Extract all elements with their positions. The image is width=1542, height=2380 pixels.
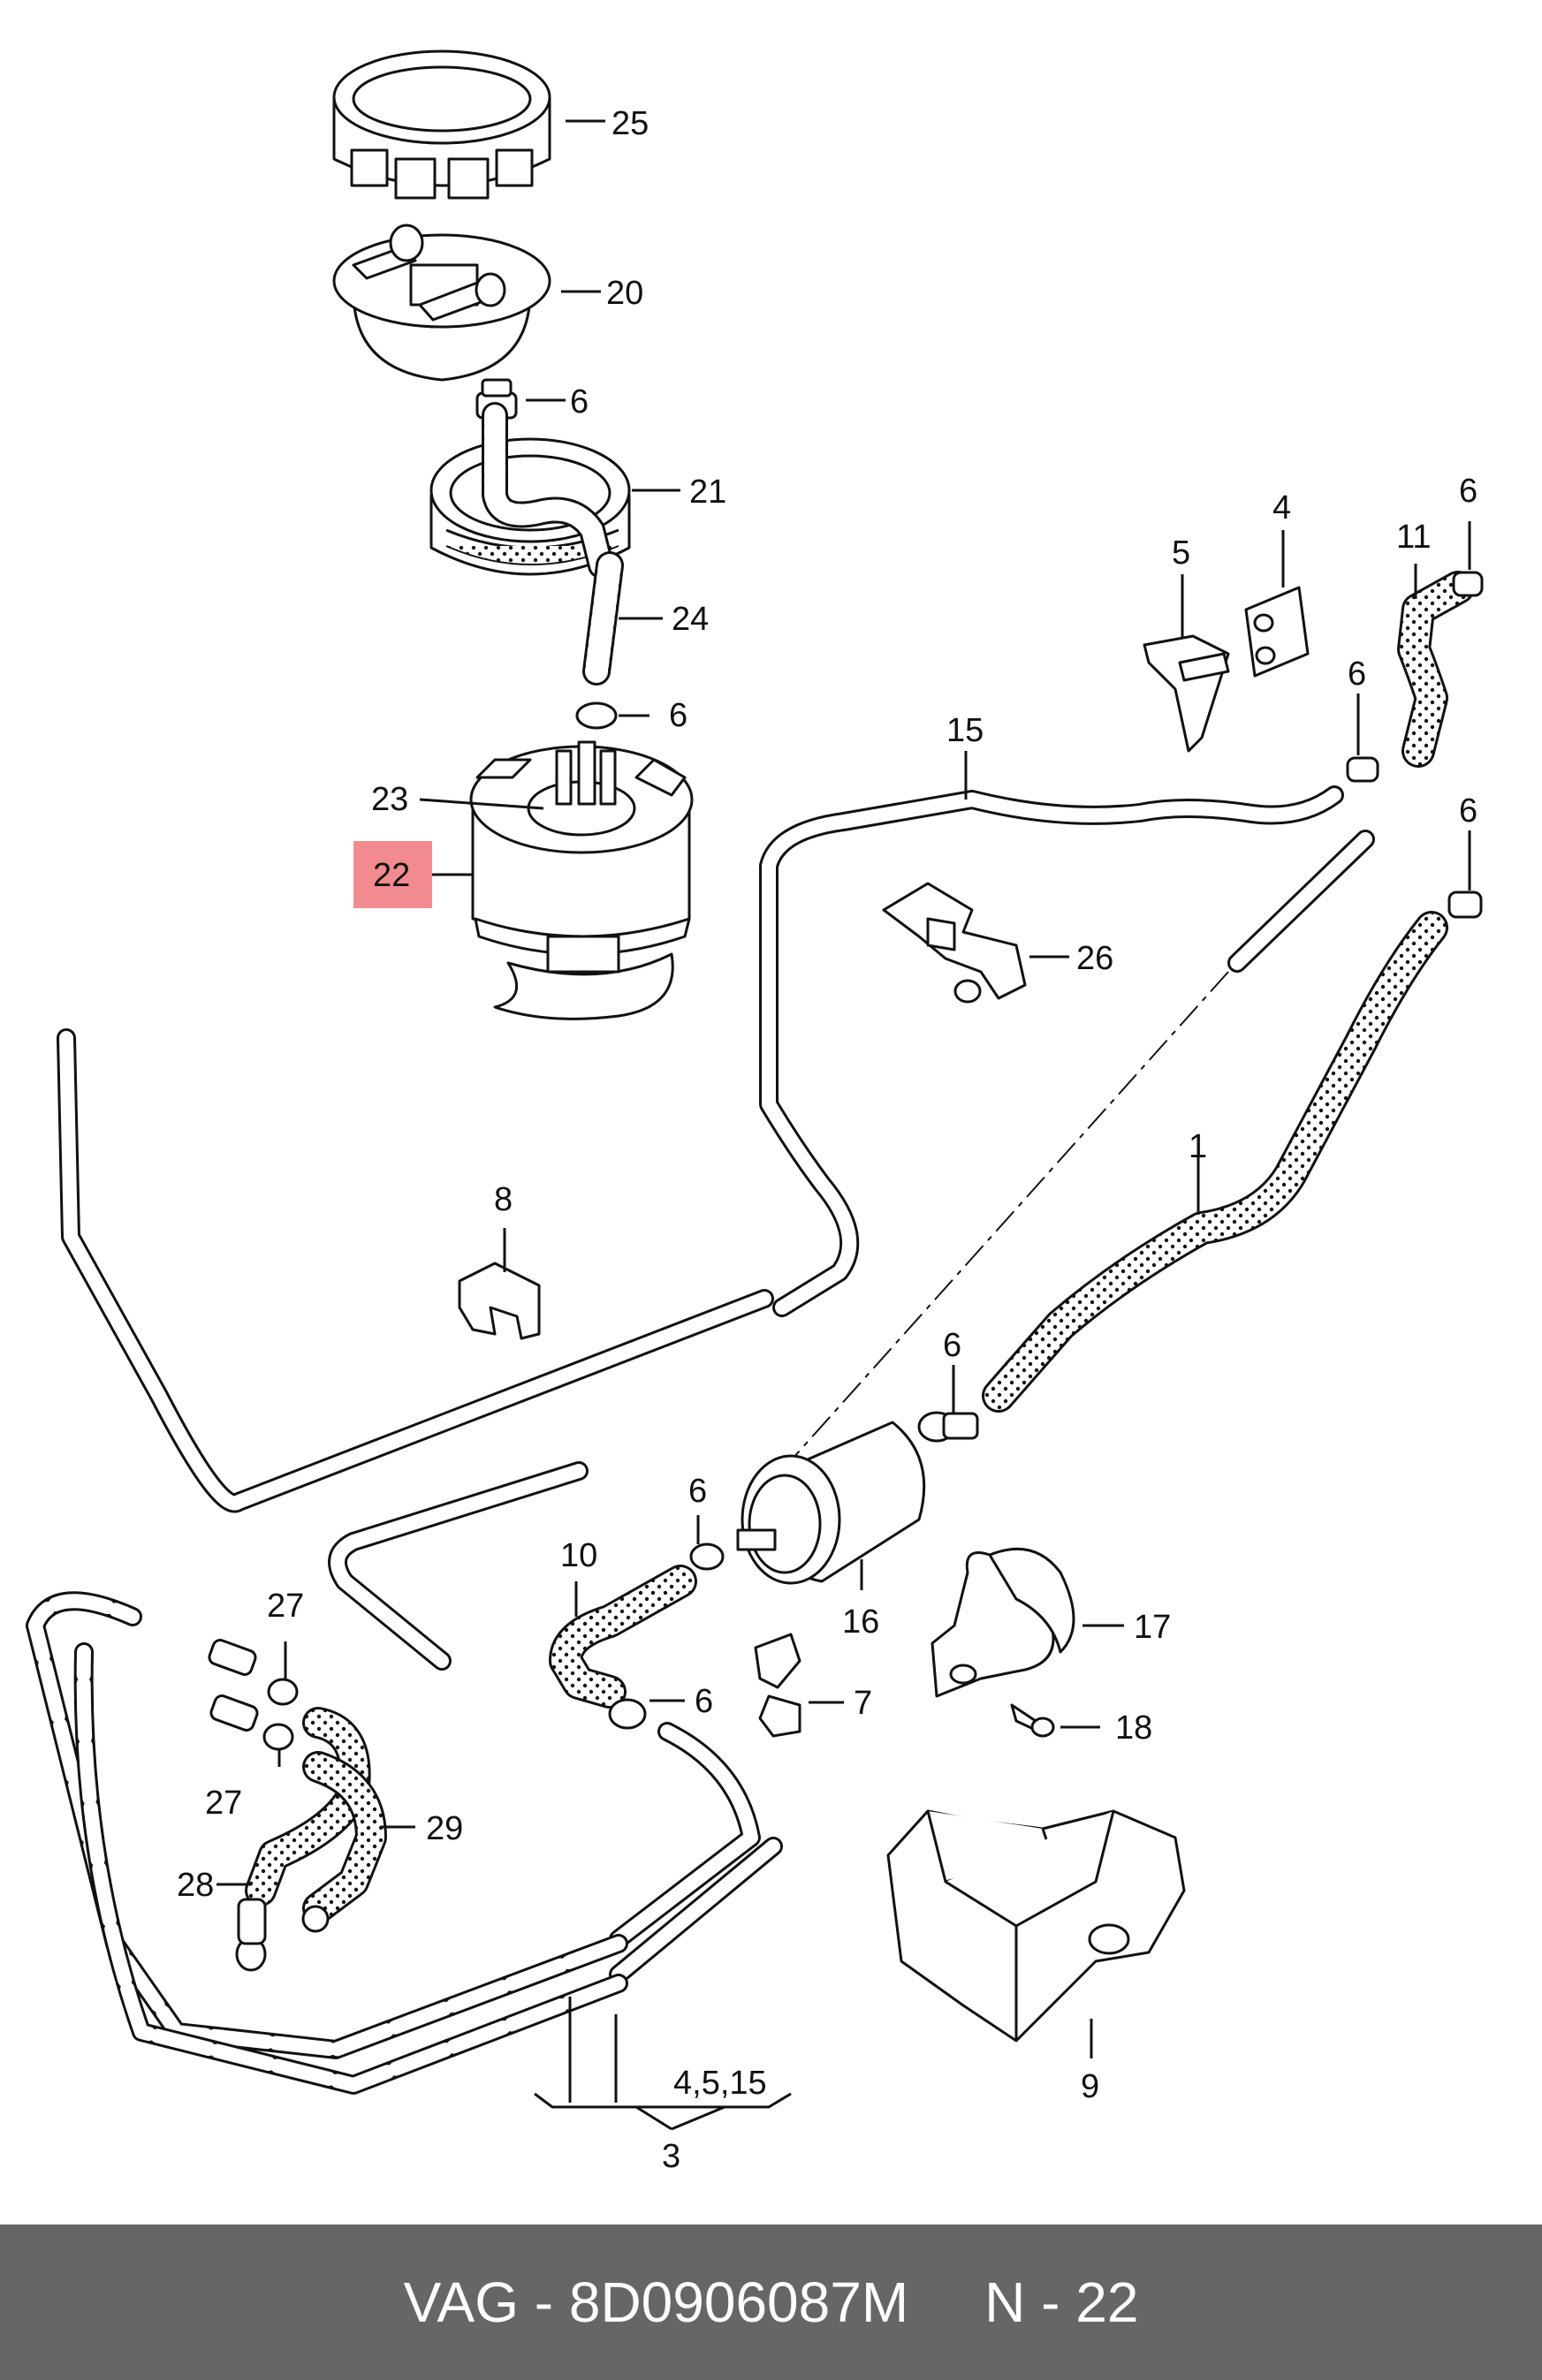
- callout-15: 15: [946, 712, 984, 749]
- fuel-lines-part-3: [26, 1461, 792, 2131]
- callout-29: 29: [426, 1810, 463, 1847]
- hose-part-29: [301, 1751, 387, 1933]
- callout-16: 16: [842, 1603, 879, 1641]
- callout-7: 7: [854, 1685, 872, 1722]
- callout-1: 1: [1189, 1128, 1207, 1165]
- callout-25: 25: [611, 105, 649, 142]
- diagram-position-label: N - 22: [984, 2270, 1139, 2334]
- callout-18: 18: [1115, 1709, 1152, 1747]
- callout-28: 28: [177, 1867, 214, 1904]
- connectors-part-27: [208, 1639, 299, 1751]
- callout-6: 6: [570, 383, 589, 421]
- callout-3: 3: [662, 2138, 680, 2175]
- callout-4: 4: [1272, 489, 1291, 527]
- highlight-box-part-22: [353, 841, 432, 908]
- bracket-part-5: [1143, 634, 1230, 753]
- callout-labels: 25 20 6 21 24 6 23 22 5 4 11 6 6 15 6 26…: [177, 105, 1477, 2175]
- part-number-footer: VAG - 8D0906087M N - 22: [0, 2225, 1542, 2380]
- hose-part-10: [549, 1542, 725, 1730]
- callout-27: 27: [205, 1785, 242, 1822]
- callout-23: 23: [371, 781, 408, 818]
- callout-6: 6: [669, 697, 687, 734]
- callout-17: 17: [1134, 1609, 1171, 1646]
- flange-part-20: [332, 224, 551, 382]
- leader-lines: [216, 119, 1471, 2058]
- swirl-pot-part-21: [429, 402, 631, 579]
- fuel-system-exploded-diagram: 25 20 6 21 24 6 23 22 5 4 11 6 6 15 6 26…: [26, 49, 1484, 2175]
- canister-part-9: [886, 1809, 1186, 2043]
- fuel-filter-part-16: [736, 1411, 979, 1585]
- callout-26: 26: [1076, 940, 1113, 977]
- hose-part-11: [1346, 571, 1484, 783]
- part-number-label: VAG - 8D0906087M: [403, 2270, 909, 2334]
- holder-part-26: [882, 882, 1027, 1004]
- fuel-line-part-15: [57, 785, 1344, 1513]
- callout-6: 6: [695, 1683, 713, 1720]
- callout-11: 11: [1396, 519, 1431, 556]
- callout-8: 8: [494, 1181, 513, 1218]
- grommet-part-4: [1244, 586, 1310, 678]
- filter-bracket-part-17: [931, 1547, 1075, 1698]
- fuel-hose-part-1: [777, 830, 1483, 1476]
- callout-6: 6: [943, 1327, 961, 1364]
- hose-clamp-part-6-pump: [575, 701, 618, 730]
- callout-4-5-15: 4,5,15: [673, 2065, 767, 2102]
- callout-24: 24: [672, 601, 709, 638]
- callout-6: 6: [688, 1473, 707, 1510]
- bolt-part-18: [1010, 1703, 1055, 1738]
- callout-9: 9: [1081, 2068, 1099, 2105]
- callout-27: 27: [267, 1588, 304, 1625]
- clip-part-7: [754, 1633, 801, 1738]
- callout-6: 6: [1459, 473, 1477, 510]
- corrugated-tube-part-24: [582, 551, 624, 686]
- callout-21: 21: [689, 474, 726, 511]
- callout-20: 20: [606, 275, 643, 312]
- callout-6: 6: [1459, 792, 1477, 830]
- callout-22: 22: [373, 857, 410, 894]
- clip-part-8: [458, 1262, 541, 1340]
- fuel-pump-module-part-22: [469, 740, 694, 1020]
- locking-ring-part-25: [332, 49, 551, 200]
- callout-5: 5: [1172, 534, 1190, 572]
- callout-6: 6: [1348, 656, 1366, 693]
- callout-10: 10: [560, 1537, 597, 1574]
